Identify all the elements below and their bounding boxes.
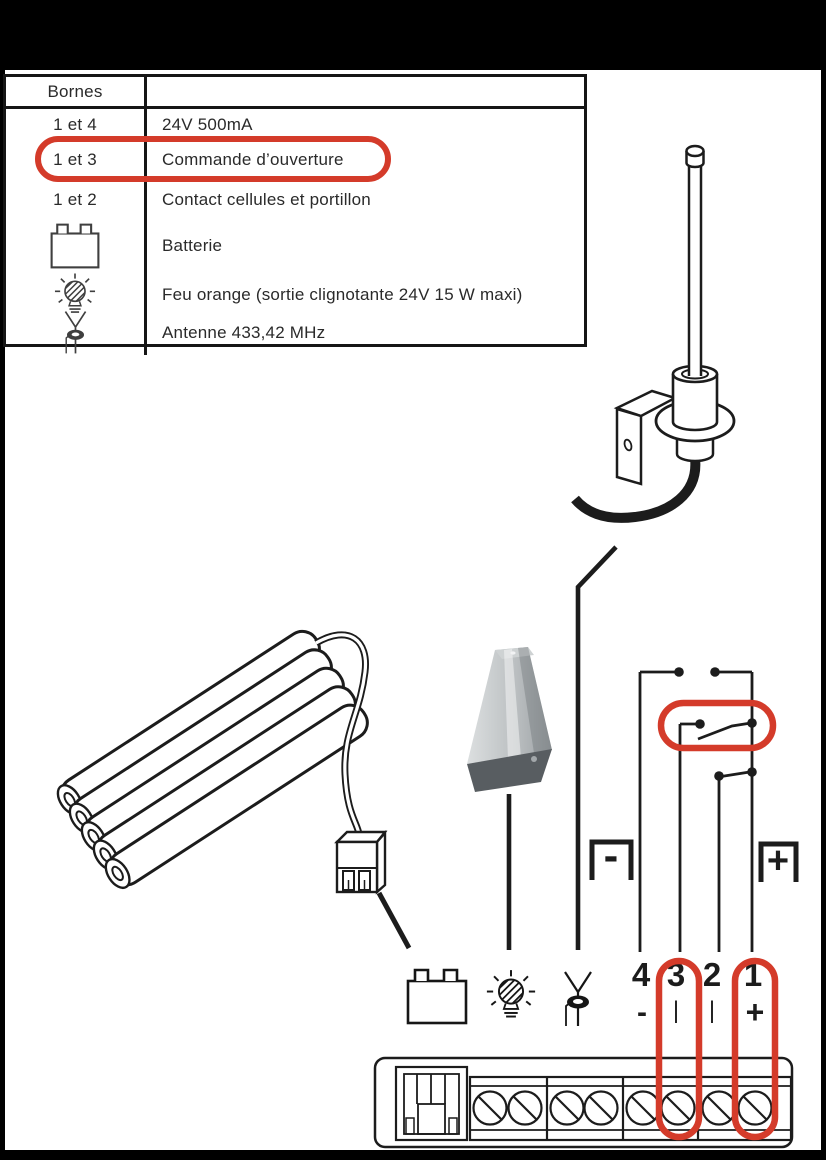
positive-bus-bracket xyxy=(758,841,799,882)
page-content: Bornes 1 et 4 24V 500mA 1 et 3 Commande … xyxy=(3,70,821,1150)
polarity-minus: - xyxy=(637,996,647,1029)
negative-bus-label: - xyxy=(604,831,619,880)
orange-light-drawing xyxy=(467,647,552,950)
terminal-number-2: 2 xyxy=(703,956,721,993)
terminal-pair-label: 1 et 3 xyxy=(53,150,97,169)
positive-bus-label: + xyxy=(767,840,789,882)
highlight-terminal-3 xyxy=(655,957,703,1141)
terminal-block xyxy=(373,1056,794,1149)
table-row: 1 et 4 24V 500mA xyxy=(6,109,584,140)
negative-bus-bracket xyxy=(589,839,634,880)
flashing-light-icon xyxy=(487,970,535,1016)
table-row-highlighted: 1 et 3 Commande d’ouverture xyxy=(6,140,584,180)
terminal-description: Commande d’ouverture xyxy=(162,150,344,169)
antenna-cable xyxy=(571,457,701,523)
battery-lead-line xyxy=(376,891,412,950)
highlight-terminal-1 xyxy=(731,957,779,1141)
table-header-row: Bornes xyxy=(6,77,584,109)
terminals-legend-table: Bornes 1 et 4 24V 500mA 1 et 3 Commande … xyxy=(3,74,587,355)
highlight-open-switch xyxy=(657,699,777,752)
terminal-description: Contact cellules et portillon xyxy=(162,190,371,209)
schematic-wiring xyxy=(638,670,757,952)
terminal-description: Feu orange (sortie clignotante 24V 15 W … xyxy=(162,285,523,304)
terminal-pair-label: 1 et 4 xyxy=(53,114,97,134)
terminal-polarity-marks: - | | + xyxy=(637,994,764,1030)
table-row: Batterie xyxy=(6,220,584,272)
terminal-pair-label: 1 et 2 xyxy=(53,190,97,209)
terminal-description: Batterie xyxy=(162,236,223,255)
wiring-diagram-artwork: - + 4 3 2 1 - | | + xyxy=(56,144,799,1149)
battery-pack-drawing xyxy=(56,629,412,950)
bus-brackets xyxy=(589,839,799,882)
antenna-lead-line xyxy=(575,545,618,950)
table-row: 1 et 2 Contact cellules et portillon xyxy=(6,180,584,220)
rj-socket xyxy=(394,1065,469,1142)
red-highlights xyxy=(655,699,779,1141)
open-switch-lever xyxy=(697,721,752,741)
battery-icon xyxy=(406,968,468,1025)
polarity-bar: | xyxy=(709,997,715,1024)
terminal-description: 24V 500mA xyxy=(162,114,253,134)
schematic-contact-dots xyxy=(674,667,757,781)
terminal-number-4: 4 xyxy=(632,956,651,993)
battery-connector xyxy=(334,829,388,895)
polarity-bar: | xyxy=(673,997,679,1024)
table-row: Antenne 433,42 MHz xyxy=(6,310,584,355)
table-row: Feu orange (sortie clignotante 24V 15 W … xyxy=(6,272,584,318)
polarity-plus: + xyxy=(746,994,765,1030)
table-header-terminals: Bornes xyxy=(47,81,103,101)
antenna-drawing xyxy=(571,144,736,523)
terminal-description: Antenne 433,42 MHz xyxy=(162,322,326,342)
terminal-screws xyxy=(472,1090,773,1126)
antenna-icon xyxy=(563,970,593,1028)
